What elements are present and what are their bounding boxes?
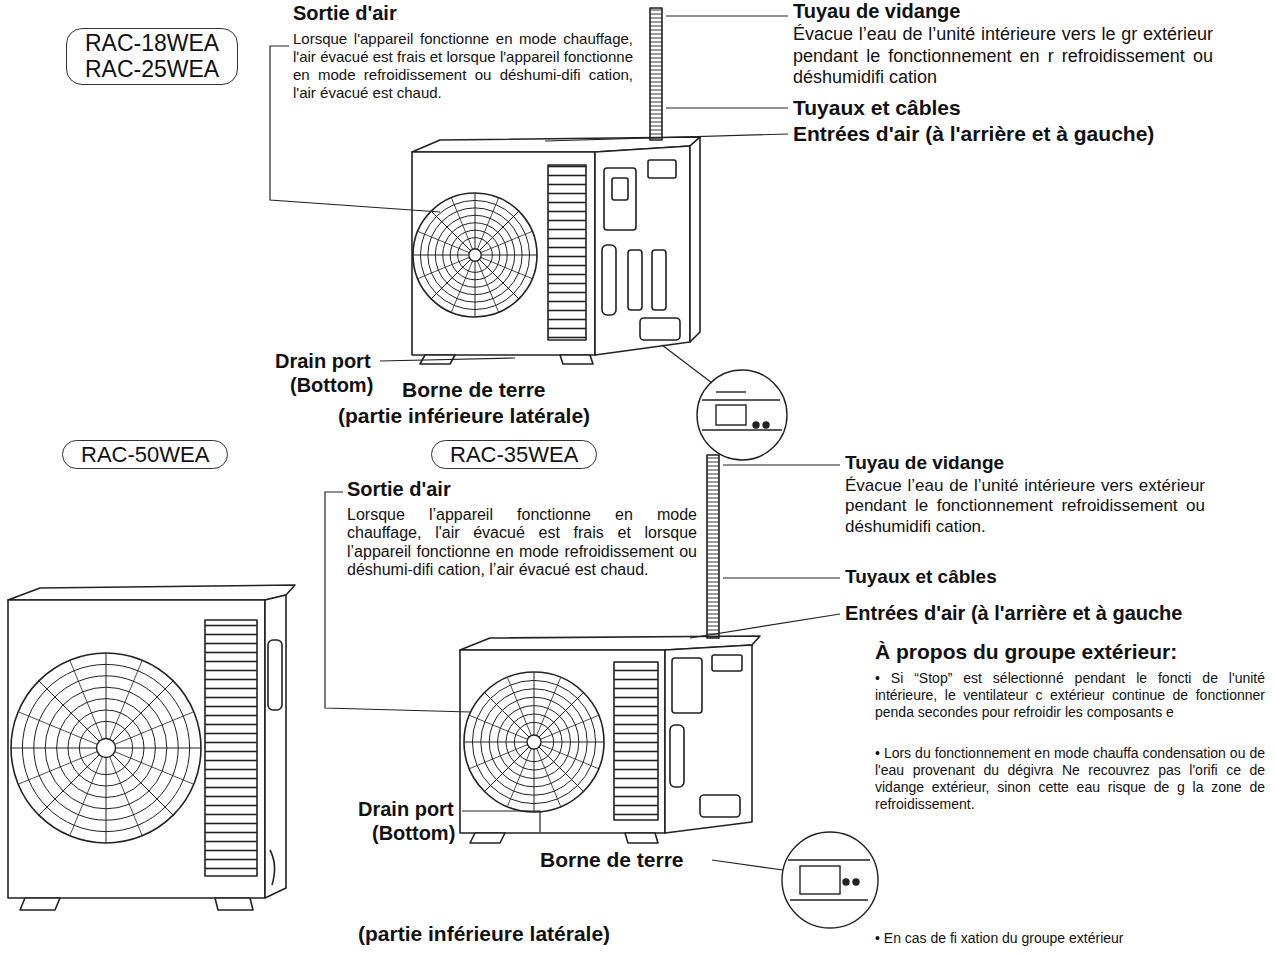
detail-zoom: [716, 405, 746, 425]
model-name: RAC-25WEA: [85, 56, 219, 82]
outdoor-unit: [464, 672, 604, 812]
detail-zoom: [853, 879, 859, 885]
model-box: RAC-18WEARAC-25WEA: [66, 28, 238, 85]
detail-zoom: [800, 866, 840, 894]
detail-zoom: [697, 370, 787, 460]
outdoor-unit: [650, 8, 662, 140]
model-box: RAC-50WEA: [62, 440, 228, 469]
outdoor-unit: [612, 178, 628, 200]
outdoor-unit: [560, 355, 593, 364]
outdoor-unit: [270, 850, 275, 885]
outdoor-unit: [412, 152, 595, 355]
part-name: Tuyaux et câbles: [793, 96, 961, 120]
outdoor-unit: [625, 833, 658, 843]
outdoor-unit: [8, 585, 295, 600]
model-box: RAC-35WEA: [431, 440, 597, 469]
outdoor-unit: [602, 245, 616, 315]
leader-line: [380, 358, 515, 361]
description: Lorsque l’appareil fonctionne en mode ch…: [347, 506, 697, 580]
outdoor-unit: [628, 250, 642, 310]
outdoor-unit: [265, 595, 286, 898]
detail-zoom: [843, 879, 849, 885]
outdoor-unit: [670, 725, 684, 787]
part-name: (Bottom): [372, 822, 455, 845]
part-name: (partie inférieure latérale): [338, 404, 590, 428]
leader-line: [666, 107, 788, 108]
model-name: RAC-18WEA: [85, 30, 219, 56]
note-text: • Si “Stop” est sélectionné pendant le f…: [875, 670, 1265, 721]
outdoor-unit: [548, 165, 586, 340]
part-name: Entrées d'air (à l'arrière et à gauche: [845, 602, 1182, 625]
leader-line: [270, 16, 840, 870]
outdoor-unit: [712, 655, 742, 671]
part-name: Borne de terre: [402, 378, 546, 402]
detail-zoom: [763, 422, 769, 428]
detail-zoom: [753, 422, 759, 428]
outdoor-unit: [648, 160, 676, 178]
leader-line: [690, 614, 840, 638]
outdoor-unit: [11, 653, 201, 843]
detail-zoom: [697, 370, 787, 460]
description: Évacue l’eau de l’unité intérieure vers …: [845, 476, 1205, 537]
leader-line: [723, 577, 840, 578]
part-name: Sortie d'air: [293, 2, 397, 25]
outdoor-unit: [460, 650, 665, 833]
part-name: Entrées d'air (à l'arrière et à gauche): [793, 122, 1154, 146]
leader-line: [662, 345, 712, 383]
outdoor-unit: [8, 600, 265, 898]
description: Lorsque l'appareil fonctionne en mode ch…: [293, 30, 633, 102]
leader-line: [666, 15, 788, 16]
leader-line: [723, 464, 840, 465]
model-name: RAC-35WEA: [450, 442, 578, 467]
part-name: Drain port: [275, 350, 371, 373]
part-name: Tuyaux et câbles: [845, 566, 997, 588]
outdoor-unit: [205, 620, 257, 876]
outdoor-unit: [470, 833, 505, 843]
detail-zoom: [716, 391, 746, 392]
outdoor-unit: [707, 455, 719, 638]
outdoor-unit: [604, 168, 636, 230]
part-name: Drain port: [358, 798, 454, 821]
leader-line: [462, 811, 540, 832]
outdoor-unit: [665, 645, 752, 833]
detail-zoom: [788, 859, 870, 860]
outdoor-unit: [690, 137, 700, 342]
part-name: Tuyau de vidange: [845, 452, 1004, 474]
leader-line: [545, 134, 788, 141]
outdoor-unit: [215, 898, 253, 910]
model-name: RAC-50WEA: [81, 442, 209, 467]
part-name: (Bottom): [290, 374, 373, 397]
part-name: Sortie d'air: [347, 478, 451, 501]
leader-line: [712, 860, 783, 870]
outdoor-unit: [672, 658, 702, 713]
note-text: • En cas de fi xation du groupe extérieu…: [875, 930, 1265, 947]
outdoor-unit: [595, 146, 690, 355]
detail-zoom: [702, 429, 782, 430]
part-name: Tuyau de vidange: [793, 0, 960, 23]
outdoor-unit: [20, 898, 60, 910]
part-name: (partie inférieure latérale): [358, 922, 610, 946]
outdoor-unit: [640, 318, 680, 340]
outdoor-unit: [700, 795, 740, 817]
detail-zoom: [782, 832, 878, 928]
outdoor-unit: [652, 250, 666, 310]
detail-zoom: [782, 832, 878, 928]
part-name: Borne de terre: [540, 848, 684, 872]
detail-zoom: [702, 399, 780, 400]
outdoor-unit: [8, 585, 295, 910]
note-text: • Lors du fonctionnement en mode chauffa…: [875, 745, 1265, 813]
outdoor-unit: [614, 662, 658, 820]
outdoor-unit: [268, 640, 282, 710]
detail-zoom: [790, 899, 868, 900]
note-heading: À propos du groupe extérieur:: [875, 640, 1177, 664]
description: Évacue l’eau de l’unité intérieure vers …: [793, 24, 1213, 89]
